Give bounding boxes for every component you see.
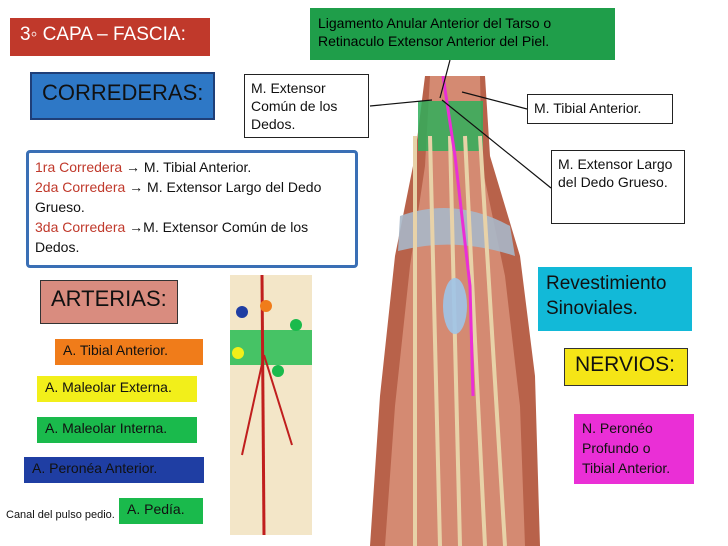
arteria-maleolar-externa: A. Maleolar Externa. — [37, 376, 197, 402]
tibial-anterior-label: M. Tibial Anterior. — [527, 94, 673, 124]
nervios-title: NERVIOS: — [564, 348, 688, 386]
arteria-peronea-anterior: A. Peronéa Anterior. — [24, 457, 204, 483]
foot-arteries-illustration — [230, 275, 312, 535]
nervio-peroneo-label: N. Peronéo Profundo o Tibial Anterior. — [574, 414, 694, 484]
arterias-title: ARTERIAS: — [40, 280, 178, 324]
extensor-largo-label: M. Extensor Largo del Dedo Grueso. — [551, 150, 685, 224]
corredera-1: 1ra Corredera → M. Tibial Anterior. — [35, 159, 252, 175]
arteria-tibial-anterior: A. Tibial Anterior. — [55, 339, 203, 365]
foot-dorsal-illustration — [370, 76, 540, 546]
correderas-list: 1ra Corredera → M. Tibial Anterior. 2da … — [26, 150, 358, 268]
arteria-pedia: A. Pedía. — [119, 498, 203, 524]
corredera-3: 3da Corredera →M. Extensor Común de los … — [35, 219, 309, 255]
ligamento-label: Ligamento Anular Anterior del Tarso o Re… — [310, 8, 615, 60]
arteria-maleolar-interna: A. Maleolar Interna. — [37, 417, 197, 443]
corredera-2: 2da Corredera → M. Extensor Largo del De… — [35, 179, 322, 215]
correderas-title: CORREDERAS: — [30, 72, 215, 120]
page-title: 3◦ CAPA – FASCIA: — [10, 18, 210, 56]
marker-yellow — [232, 347, 244, 359]
canal-pulso-pedio: Canal del pulso pedio. — [6, 509, 115, 521]
extensor-comun-label: M. Extensor Común de los Dedos. — [244, 74, 369, 138]
marker-green — [290, 319, 302, 331]
marker-navy — [236, 306, 248, 318]
marker-orange — [260, 300, 272, 312]
revestimiento-label: Revestimiento Sinoviales. — [538, 267, 692, 331]
marker-green-2 — [272, 365, 284, 377]
